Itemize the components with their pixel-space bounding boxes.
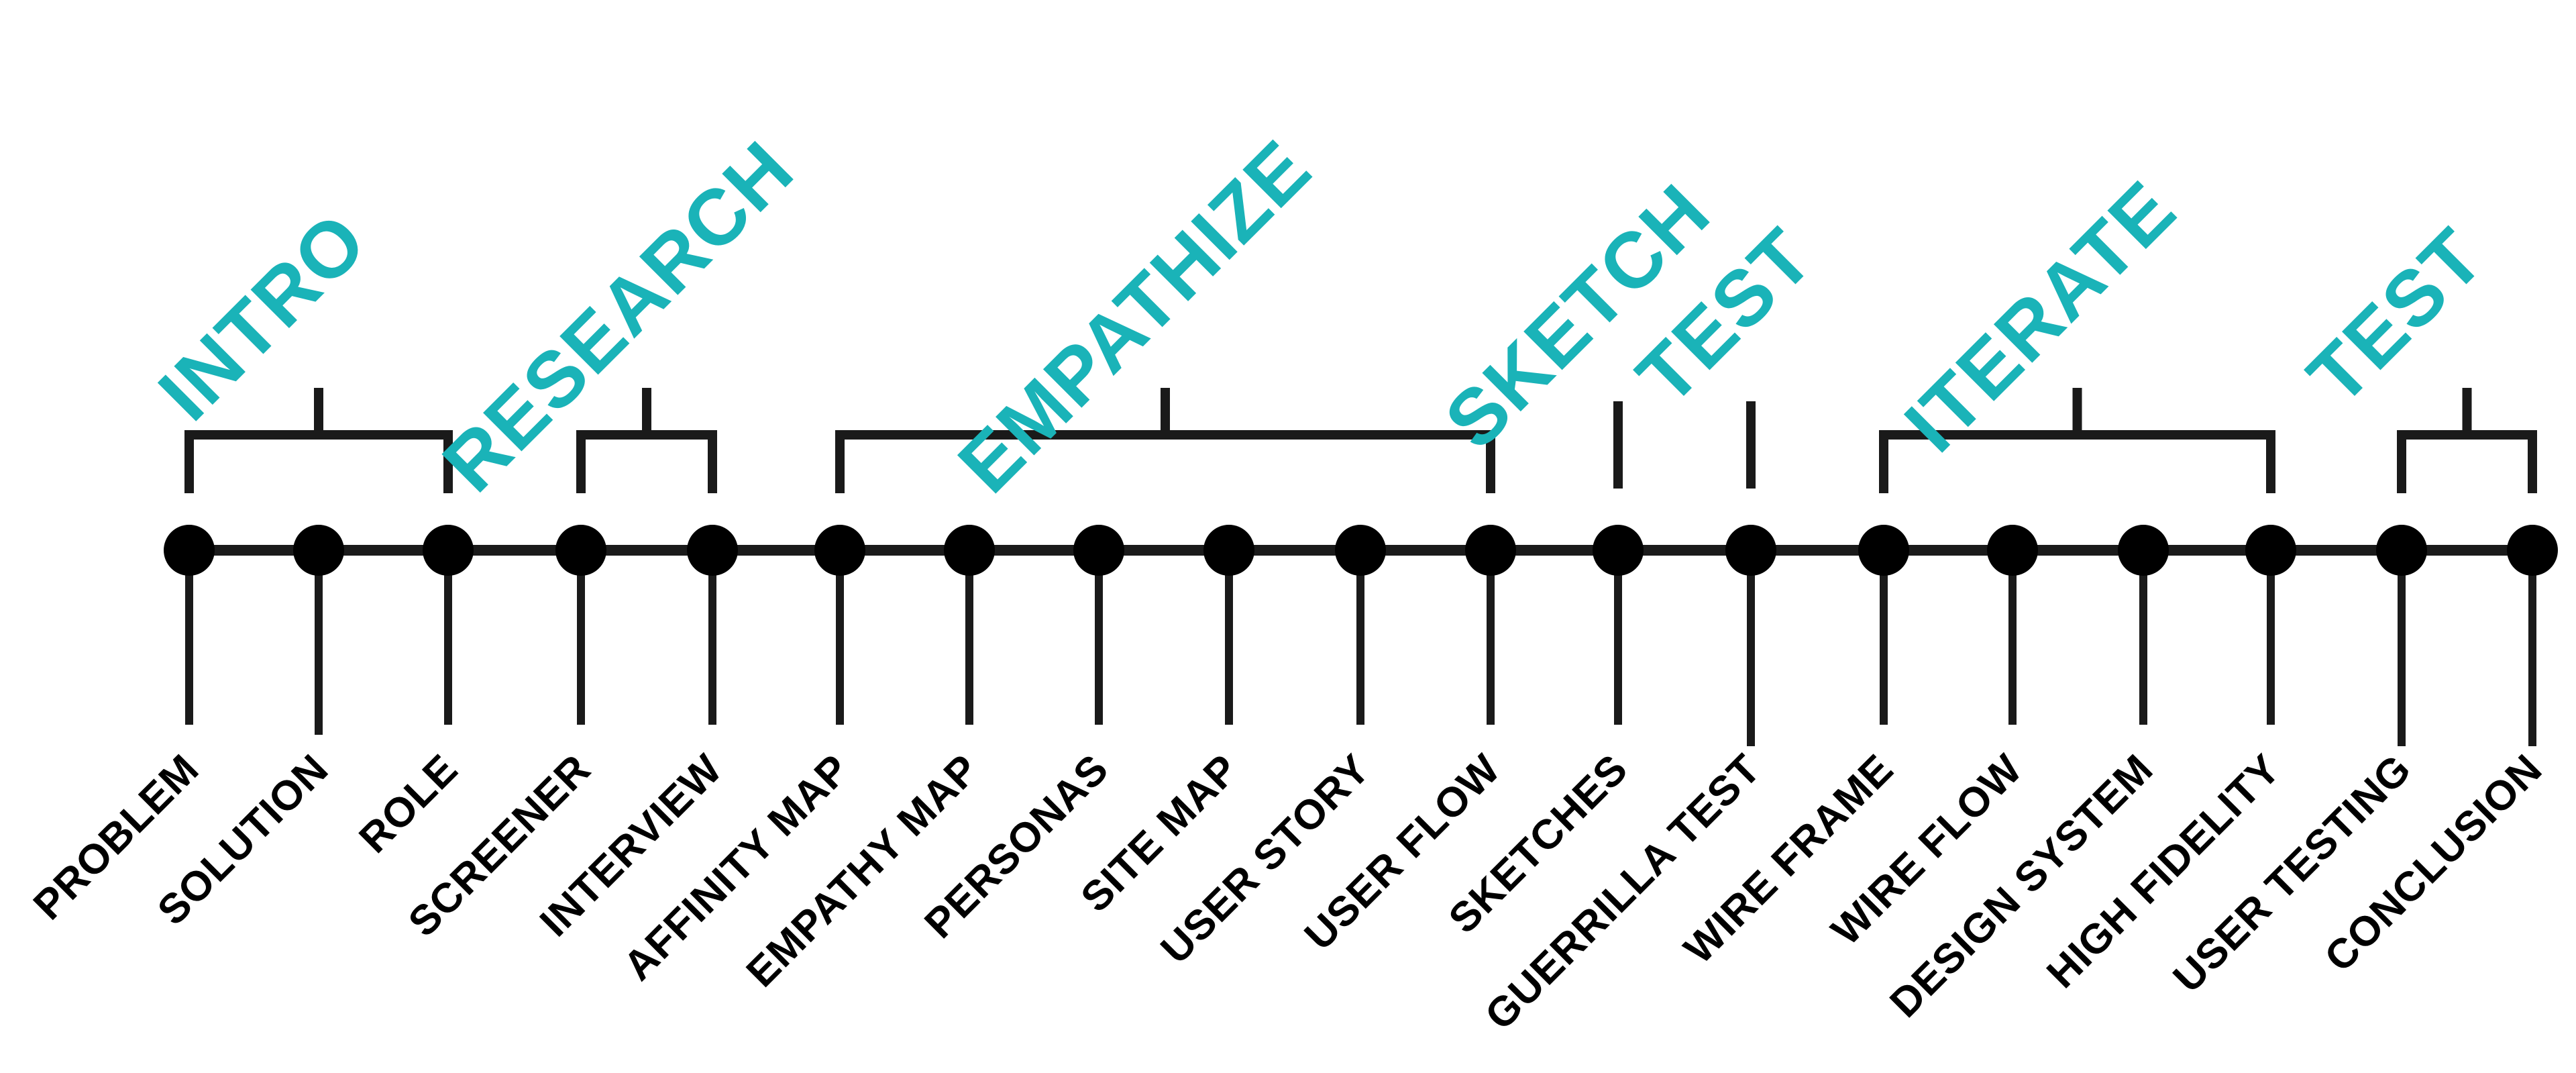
timeline-node <box>2245 525 2296 576</box>
timeline-node <box>814 525 865 576</box>
timeline-node <box>293 525 344 576</box>
step-label: USER TESTING <box>2165 746 2420 1001</box>
timeline-node <box>1465 525 1516 576</box>
phase-label: INTRO <box>142 196 384 438</box>
timeline-node <box>687 525 738 576</box>
timeline-node <box>1335 525 1386 576</box>
phase-bracket <box>1879 388 2275 493</box>
timeline-node <box>944 525 995 576</box>
timeline-node <box>2507 525 2558 576</box>
phase-label: EMPATHIZE <box>942 123 1328 510</box>
timeline-node <box>1725 525 1776 576</box>
timeline-node <box>1987 525 2038 576</box>
timeline-node <box>423 525 474 576</box>
timeline-node <box>1073 525 1124 576</box>
phase-bracket <box>184 388 453 493</box>
step-label: CONCLUSION <box>2316 746 2551 981</box>
phase-label: RESEARCH <box>426 124 810 509</box>
timeline-node <box>164 525 215 576</box>
phase-label: ITERATE <box>1888 164 2193 469</box>
phase-bracket <box>576 388 717 493</box>
step-label: AFFINITY MAP <box>615 746 859 989</box>
timeline-node <box>1593 525 1644 576</box>
timeline-node <box>2118 525 2169 576</box>
timeline-nodes <box>164 525 2558 576</box>
phase-bracket <box>835 388 1495 493</box>
timeline-node <box>2376 525 2427 576</box>
phase-bracket <box>2397 388 2537 493</box>
timeline-node <box>555 525 606 576</box>
step-label: EMPATHY MAP <box>738 746 988 996</box>
timeline-node <box>1858 525 1909 576</box>
phase-brackets <box>184 388 2537 493</box>
step-label: ROLE <box>350 746 466 862</box>
step-label: HIGH FIDELITY <box>2038 746 2290 997</box>
step-stems <box>185 550 2536 746</box>
timeline-node <box>1203 525 1254 576</box>
